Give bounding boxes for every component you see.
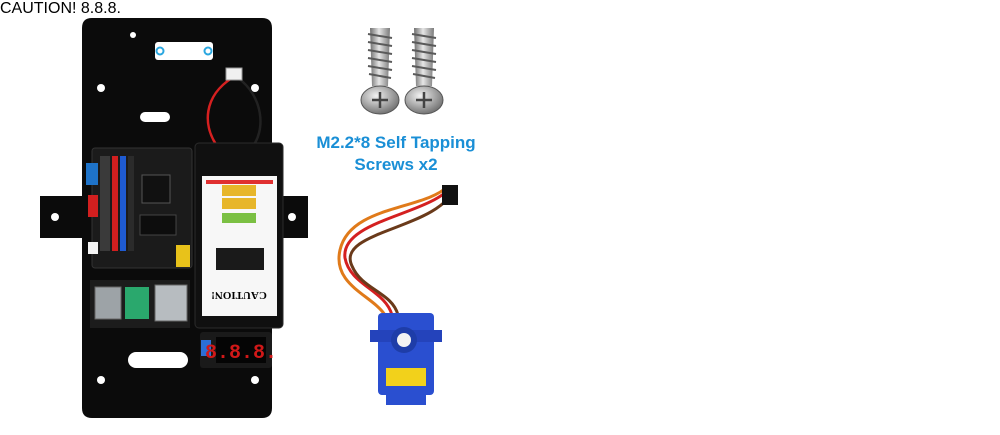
screw-caption: M2.2*8 Self Tapping Screws x2 xyxy=(296,132,496,176)
left-battery-caution-text: CAUTION! xyxy=(211,289,267,301)
left-display-digits: 8.8.8. xyxy=(205,342,277,365)
servo-motor xyxy=(337,184,458,405)
right-display-digits: 8.8.8. xyxy=(80,0,121,17)
screw-caption-line2: Screws x2 xyxy=(354,155,438,174)
left-battery-box: CAUTION! xyxy=(194,142,284,329)
left-usb-ports xyxy=(90,280,190,328)
screw-caption-line1: M2.2*8 Self Tapping xyxy=(316,133,476,152)
right-battery-box: CAUTION! xyxy=(0,0,81,17)
screw-left xyxy=(360,28,400,115)
right-battery-caution-text: CAUTION! xyxy=(0,0,77,17)
screw-right xyxy=(404,28,444,115)
right-segment-display: 8.8.8. xyxy=(81,0,121,17)
left-segment-display: 8.8.8. xyxy=(200,332,277,368)
left-control-board xyxy=(86,147,193,269)
